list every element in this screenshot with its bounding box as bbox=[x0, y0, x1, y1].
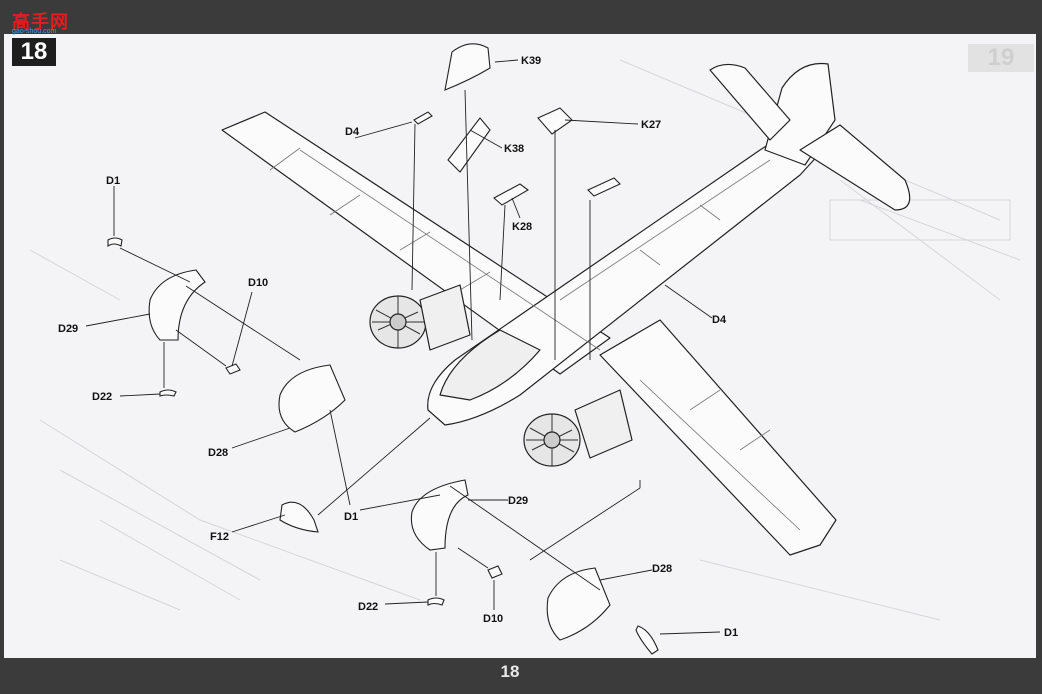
right-engine bbox=[523, 389, 633, 467]
callout-d28-right: D28 bbox=[652, 563, 672, 575]
part-d4-right bbox=[587, 177, 621, 197]
aircraft-assembly bbox=[221, 62, 911, 556]
callout-f12: F12 bbox=[210, 531, 229, 543]
site-logo: 高手网 gao-shou.com bbox=[4, 4, 76, 35]
part-d22-left bbox=[159, 389, 177, 397]
part-k28 bbox=[493, 183, 529, 206]
callout-d1-mid: D1 bbox=[344, 511, 358, 523]
callout-d10-right: D10 bbox=[483, 613, 503, 625]
callout-d29-right: D29 bbox=[508, 495, 528, 507]
part-d10-left bbox=[225, 363, 241, 375]
callout-d29-left: D29 bbox=[58, 323, 78, 335]
callout-d1-left: D1 bbox=[106, 175, 120, 187]
logo-subtext: gao-shou.com bbox=[12, 28, 57, 35]
part-d28-right bbox=[546, 567, 611, 641]
part-d29-right bbox=[410, 479, 469, 551]
part-d1-right bbox=[635, 625, 659, 655]
part-d28-left bbox=[278, 364, 346, 433]
callout-d22-left: D22 bbox=[92, 391, 112, 403]
part-d29-left bbox=[148, 269, 206, 341]
part-k38 bbox=[447, 117, 491, 173]
callout-k38: K38 bbox=[504, 143, 524, 155]
callout-labels: K39 D4 K38 K27 K28 D1 D10 D29 D4 D22 D28… bbox=[58, 55, 738, 639]
right-stabilizer bbox=[799, 124, 911, 211]
next-step-ghost-badge: 19 bbox=[968, 44, 1034, 72]
part-d1-left bbox=[107, 237, 123, 248]
callout-d4-right: D4 bbox=[712, 314, 727, 326]
callout-d10-left: D10 bbox=[248, 277, 268, 289]
callout-d1-right: D1 bbox=[724, 627, 738, 639]
callout-d28-left: D28 bbox=[208, 447, 228, 459]
left-engine bbox=[369, 284, 471, 351]
left-stabilizer bbox=[709, 63, 791, 141]
top-frame-bar bbox=[0, 0, 1042, 34]
part-f12 bbox=[279, 501, 319, 533]
logo-text: 高手网 bbox=[12, 12, 69, 32]
step-number-badge: 18 bbox=[12, 38, 56, 66]
part-d22-right bbox=[427, 597, 445, 606]
part-d4-top bbox=[413, 111, 433, 125]
callout-k39: K39 bbox=[521, 55, 541, 67]
bottom-frame-bar bbox=[0, 658, 1042, 694]
part-k39 bbox=[444, 43, 491, 91]
callout-d4-top: D4 bbox=[345, 126, 360, 138]
page-number: 18 bbox=[500, 662, 520, 681]
part-d10-right bbox=[487, 565, 503, 579]
callout-k27: K27 bbox=[641, 119, 661, 131]
callout-d22-right: D22 bbox=[358, 601, 378, 613]
callout-k28: K28 bbox=[512, 221, 532, 233]
leader-lines bbox=[85, 59, 721, 635]
cockpit-area bbox=[439, 329, 541, 401]
right-wing bbox=[599, 319, 837, 556]
